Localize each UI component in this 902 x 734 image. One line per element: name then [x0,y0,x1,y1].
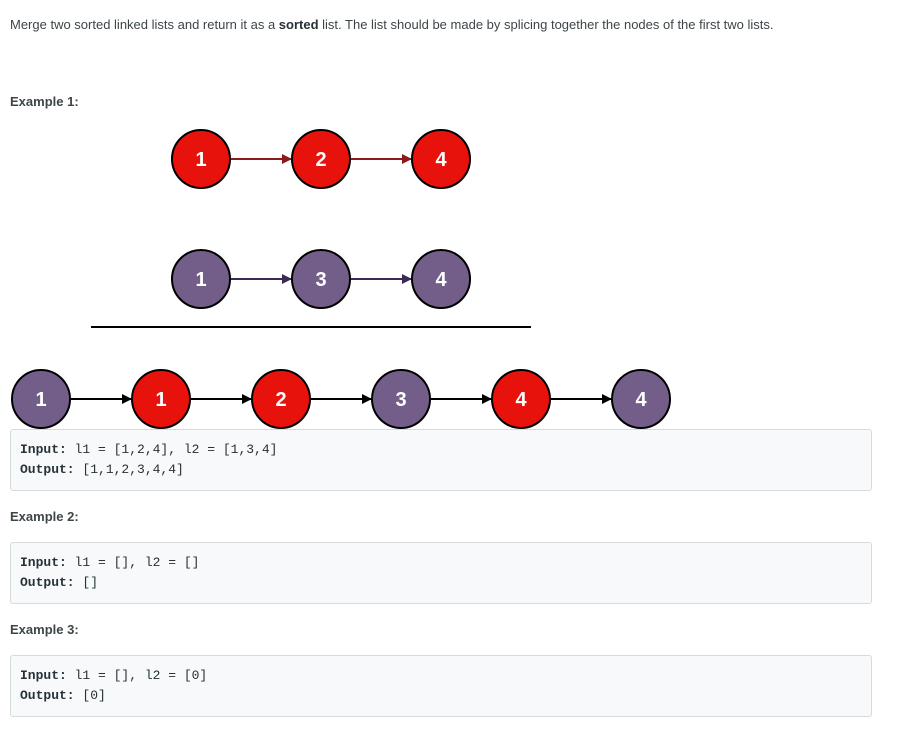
example-1-title: Example 1: [10,94,79,109]
input-label: Input: [20,555,67,570]
merged-node-value: 3 [395,389,406,411]
description-text-end: list. The list should be made by splicin… [318,17,774,32]
merged-node-value: 1 [155,389,166,411]
list2-node-1: 1 [171,249,231,309]
example-1-output: Output: [1,1,2,3,4,4] [20,460,862,480]
linked-list-merge-diagram: 1 2 4 1 3 4 1 1 2 3 4 4 [11,129,671,429]
list2-node-circle [291,249,351,309]
merged-node-value: 2 [275,389,286,411]
merged-node-value: 1 [35,389,46,411]
merged-node-circle [371,369,431,429]
example-3-code: Input: l1 = [], l2 = [0] Output: [0] [10,655,872,717]
example-2-input: Input: l1 = [], l2 = [] [20,553,862,573]
example-2-code: Input: l1 = [], l2 = [] Output: [] [10,542,872,604]
list2-node-2: 3 [291,249,351,309]
problem-description: Merge two sorted linked lists and return… [10,15,890,35]
input-label: Input: [20,668,67,683]
merged-node-circle [251,369,311,429]
list1-node-value: 2 [315,149,326,171]
description-text: Merge two sorted linked lists and return… [10,17,279,32]
merged-node-circle [491,369,551,429]
list1-node-circle [291,129,351,189]
merged-node-circle [11,369,71,429]
list1-node-circle [171,129,231,189]
list-1: 1 2 4 [171,129,471,189]
output-value: [] [74,575,99,590]
output-label: Output: [20,688,75,703]
list2-node-value: 1 [195,269,206,291]
example-3-input: Input: l1 = [], l2 = [0] [20,666,862,686]
merged-node-6: 4 [611,369,671,429]
input-value: l1 = [], l2 = [0] [66,668,208,683]
merged-node-circle [131,369,191,429]
list1-node-3: 4 [411,129,471,189]
example-3-output: Output: [0] [20,686,862,706]
output-value: [1,1,2,3,4,4] [74,462,184,477]
list2-node-value: 3 [315,269,326,291]
list1-node-2: 2 [291,129,351,189]
list2-node-value: 4 [435,269,447,291]
list2-node-3: 4 [411,249,471,309]
list1-node-circle [411,129,471,189]
example-2-title: Example 2: [10,509,79,524]
list-2: 1 3 4 [171,249,471,309]
example-3-title: Example 3: [10,622,79,637]
list1-node-value: 1 [195,149,206,171]
list1-node-1: 1 [171,129,231,189]
input-value: l1 = [], l2 = [] [66,555,200,570]
output-label: Output: [20,462,75,477]
description-bold: sorted [278,17,319,32]
input-label: Input: [20,442,67,457]
merged-node-value: 4 [635,389,647,411]
merged-node-2: 1 [131,369,191,429]
list2-node-circle [411,249,471,309]
merged-list: 1 1 2 3 4 4 [11,369,671,429]
merged-node-value: 4 [515,389,527,411]
output-label: Output: [20,575,75,590]
example-1-input: Input: l1 = [1,2,4], l2 = [1,3,4] [20,440,862,460]
input-value: l1 = [1,2,4], l2 = [1,3,4] [66,442,278,457]
merged-node-1: 1 [11,369,71,429]
example-1-code: Input: l1 = [1,2,4], l2 = [1,3,4] Output… [10,429,872,491]
output-value: [0] [74,688,106,703]
list2-node-circle [171,249,231,309]
merged-node-5: 4 [491,369,551,429]
list1-node-value: 4 [435,149,447,171]
example-2-output: Output: [] [20,573,862,593]
merged-node-4: 3 [371,369,431,429]
merged-node-3: 2 [251,369,311,429]
merged-node-circle [611,369,671,429]
